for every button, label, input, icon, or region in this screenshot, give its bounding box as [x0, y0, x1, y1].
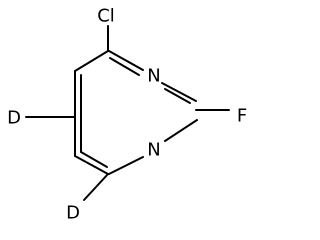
bond-n1-c6	[108, 156, 144, 175]
bond-c6-d	[83, 173, 109, 201]
deuterium-label-c5: D	[7, 108, 21, 129]
bond-c2-n1	[164, 119, 198, 142]
bond-c4-c5-join	[74, 50, 109, 72]
structure-drawing: Cl N F D N D	[7, 6, 247, 224]
bond-n3-c4-inner	[109, 57, 140, 76]
fluorine-label: F	[237, 106, 247, 127]
deuterium-label-c6: D	[66, 203, 80, 224]
molecule-diagram: Cl N F D N D	[7, 6, 247, 224]
bond-c6-c5-inner	[80, 151, 108, 168]
nitrogen-label-n1: N	[147, 140, 160, 161]
bond-c6-c5	[74, 155, 109, 175]
bond-n3-c2	[161, 82, 197, 102]
bond-c4-n3	[108, 50, 144, 71]
bond-n3-c2-inner	[164, 88, 191, 104]
chlorine-label: Cl	[97, 6, 115, 27]
nitrogen-label-n3: N	[147, 66, 160, 87]
